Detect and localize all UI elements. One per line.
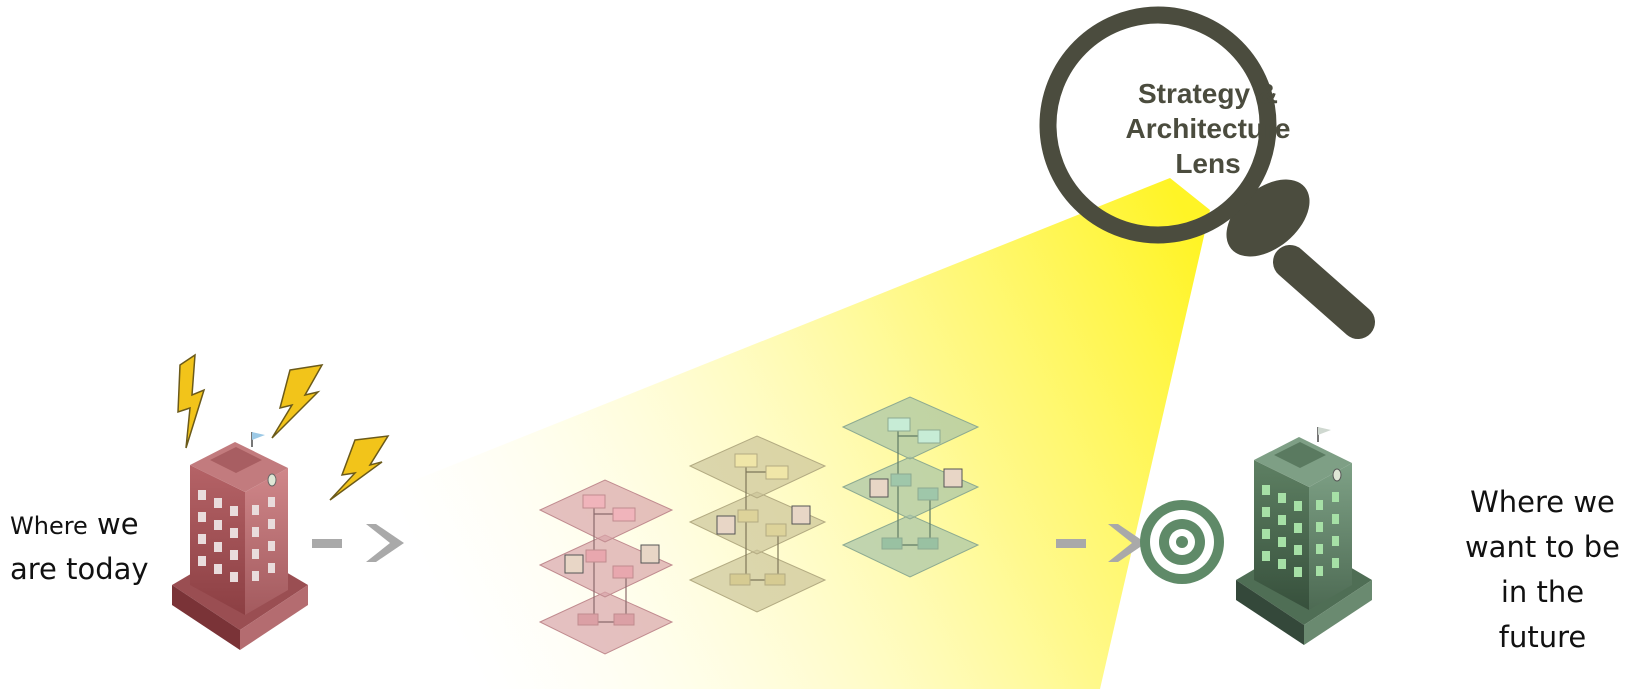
dashed-arrow-right [1056, 524, 1146, 562]
current-state-suffix: we [97, 507, 139, 541]
current-state-line2: are today [10, 552, 149, 586]
future-state-line4: future [1498, 620, 1587, 654]
future-building-icon [1236, 427, 1372, 645]
architecture-stack-green [841, 396, 980, 578]
future-state-line3: in the [1500, 575, 1585, 609]
lightning-icon [177, 353, 390, 501]
architecture-stack-olive [688, 435, 827, 613]
future-state-label: Where we want to be in the future [1445, 480, 1640, 660]
current-state-prefix: Where [10, 512, 88, 540]
dashed-arrow-left [312, 524, 404, 562]
lens-line1: Strategy & [1137, 78, 1279, 109]
current-building-icon [172, 432, 308, 650]
magnifier-icon [1039, 6, 1375, 339]
current-state-label: Where we are today [10, 503, 170, 591]
target-icon [1140, 500, 1224, 584]
architecture-stack-red [538, 479, 674, 655]
future-state-line1: Where we [1470, 485, 1615, 519]
future-state-line2: want to be [1464, 530, 1621, 564]
spotlight-beam [390, 178, 1210, 689]
lens-line3: Lens [1175, 148, 1241, 179]
lens-line2: Architecture [1125, 113, 1291, 144]
lens-label: Strategy & Architecture Lens [1098, 76, 1318, 181]
